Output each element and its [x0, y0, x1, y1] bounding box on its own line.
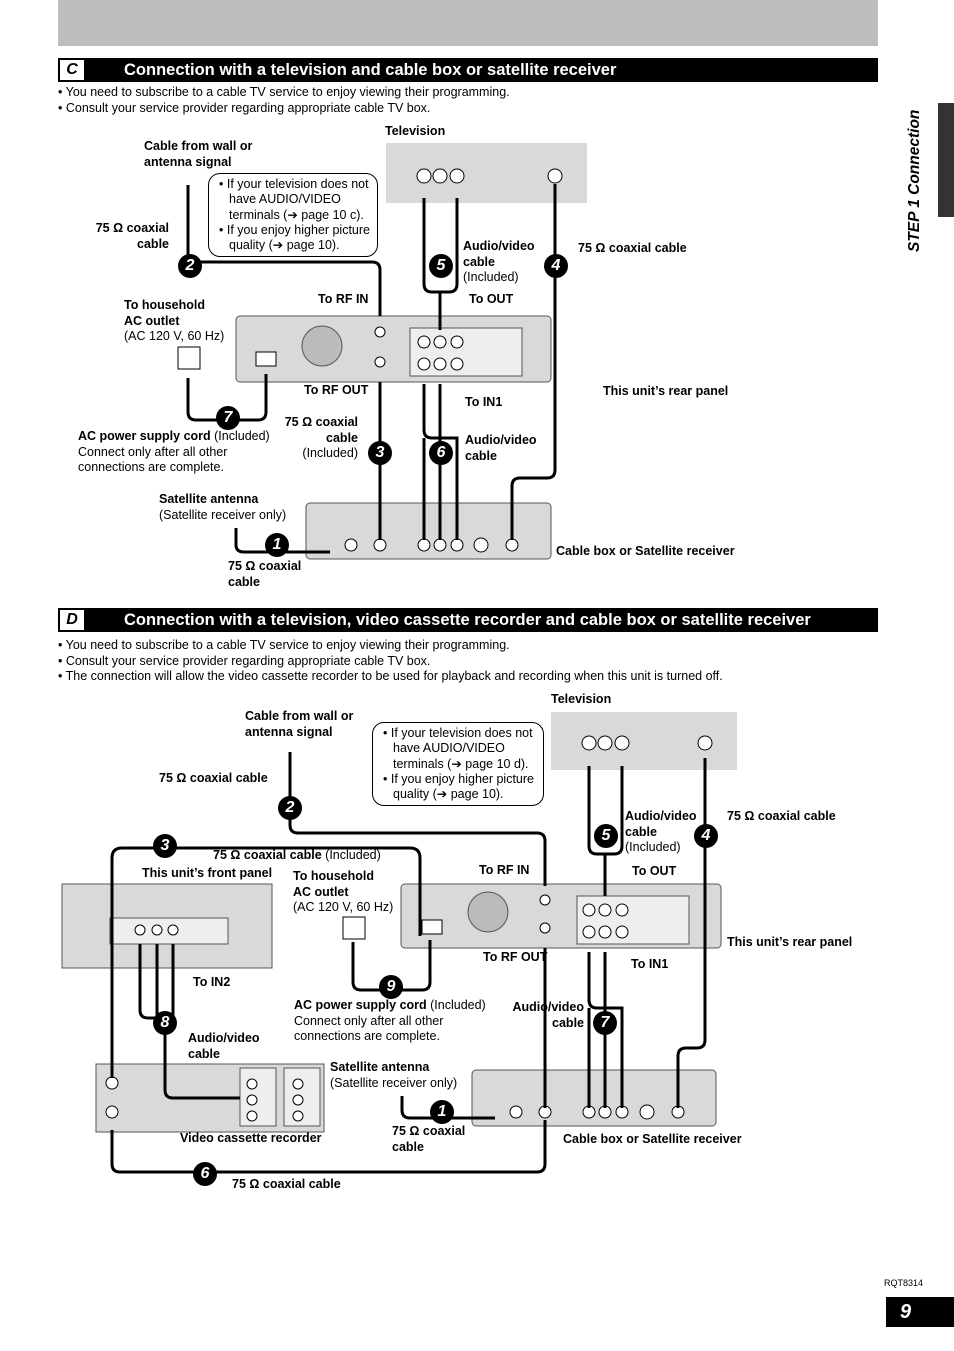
step-7-d: 7	[593, 1011, 617, 1035]
label-coax-right-d: 75 Ω coaxial cable	[727, 809, 836, 823]
section-d-title: Connection with a television, video cass…	[124, 611, 811, 629]
note-box-c: If your television does not have AUDIO/V…	[208, 173, 378, 258]
side-tab-marker	[938, 103, 954, 217]
wall-outlet-icon	[177, 346, 201, 370]
label-cable-box-c: Cable box or Satellite receiver	[556, 544, 735, 558]
step-1-c: 1	[265, 533, 289, 557]
note-item: If you enjoy higher picture quality (➔ p…	[219, 223, 371, 254]
label-to-in1-d: To IN1	[631, 957, 669, 971]
tv-jack	[432, 168, 448, 184]
step-6-d: 6	[193, 1162, 217, 1186]
tv-jack	[416, 168, 432, 184]
label-cable-box-d: Cable box or Satellite receiver	[563, 1132, 742, 1146]
cable-4	[510, 184, 557, 540]
unit-rear-panel-d	[400, 883, 722, 949]
section-d-bullets: You need to subscribe to a cable TV serv…	[58, 638, 723, 685]
label-to-rf-in-c: To RF IN	[318, 292, 369, 306]
label-to-in1-c: To IN1	[465, 395, 503, 409]
step-2-d: 2	[278, 796, 302, 820]
section-c-title: Connection with a television and cable b…	[124, 61, 617, 79]
tv-rf-jack	[547, 168, 563, 184]
section-c-bullets: You need to subscribe to a cable TV serv…	[58, 85, 510, 116]
step-5-c: 5	[429, 254, 453, 278]
note-box-d: If your television does not have AUDIO/V…	[372, 722, 544, 807]
label-to-rf-in-d: To RF IN	[479, 863, 530, 877]
label-to-out-c: To OUT	[469, 292, 514, 306]
tv-jack	[449, 168, 465, 184]
label-ac-cord-c: AC power supply cord (Included)Connect o…	[78, 429, 270, 474]
step-3-d: 3	[153, 834, 177, 858]
label-rear-panel-c: This unit’s rear panel	[603, 384, 729, 398]
step-6-c: 6	[429, 441, 453, 465]
step-4-c: 4	[544, 254, 568, 278]
label-sat-antenna-d: Satellite antenna(Satellite receiver onl…	[330, 1060, 458, 1090]
note-item: If you enjoy higher picture quality (➔ p…	[383, 772, 537, 803]
note-item: If your television does not have AUDIO/V…	[383, 726, 537, 772]
label-to-in2-d: To IN2	[193, 975, 231, 989]
doc-code: RQT8314	[884, 1278, 924, 1288]
step-9-d: 9	[379, 975, 403, 999]
fan-icon	[301, 325, 343, 367]
page-number: 9	[886, 1297, 954, 1327]
section-d-header: D Connection with a television, video ca…	[58, 608, 878, 632]
section-c-bullet: Consult your service provider regarding …	[58, 101, 510, 117]
ac-inlet	[255, 351, 277, 367]
section-d-bullet: Consult your service provider regarding …	[58, 654, 723, 670]
diagram-c	[177, 143, 587, 560]
step-5-d: 5	[594, 824, 618, 848]
header-band	[58, 0, 878, 46]
cable-1	[234, 528, 330, 554]
section-d-bullet: You need to subscribe to a cable TV serv…	[58, 638, 723, 654]
label-vcr-d: Video cassette recorder	[180, 1131, 322, 1145]
cable-5	[422, 198, 440, 294]
label-to-out-d: To OUT	[632, 864, 677, 878]
label-ac-cord-d: AC power supply cord (Included)Connect o…	[294, 998, 486, 1043]
label-coax-d: 75 Ω coaxial cable	[159, 771, 268, 785]
label-television-d: Television	[551, 692, 612, 706]
label-sat-antenna-c: Satellite antenna(Satellite receiver onl…	[159, 492, 287, 522]
section-d-bullet: The connection will allow the video cass…	[58, 669, 723, 685]
step-8-d: 8	[153, 1011, 177, 1035]
note-item: If your television does not have AUDIO/V…	[219, 177, 371, 223]
label-front-panel-d: This unit’s front panel	[142, 866, 273, 880]
section-d-letter: D	[60, 610, 84, 630]
label-rear-panel-d: This unit’s rear panel	[727, 935, 853, 949]
label-coax-bottom-d: 75 Ω coaxial cable	[232, 1177, 341, 1191]
label-to-rf-out-c: To RF OUT	[304, 383, 369, 397]
cable-box-panel-d	[471, 1069, 717, 1127]
label-television-c: Television	[385, 124, 446, 138]
cable-box-panel-c	[305, 502, 552, 560]
vcr-panel-d	[95, 1063, 325, 1133]
step-2-c: 2	[178, 254, 202, 278]
label-coax-full-c: 75 Ω coaxial cable	[578, 241, 687, 255]
step-3-c: 3	[368, 441, 392, 465]
section-c-letter: C	[60, 60, 84, 80]
step-1-d: 1	[430, 1100, 454, 1124]
step-7-c: 7	[216, 406, 240, 430]
section-c-header: C Connection with a television and cable…	[58, 58, 878, 82]
label-coax-included-d: 75 Ω coaxial cable (Included)	[213, 848, 381, 862]
television-panel-d	[551, 712, 737, 770]
label-to-rf-out-d: To RF OUT	[483, 950, 548, 964]
step-4-d: 4	[694, 824, 718, 848]
unit-front-panel-d	[61, 883, 273, 969]
section-c-bullet: You need to subscribe to a cable TV serv…	[58, 85, 510, 101]
